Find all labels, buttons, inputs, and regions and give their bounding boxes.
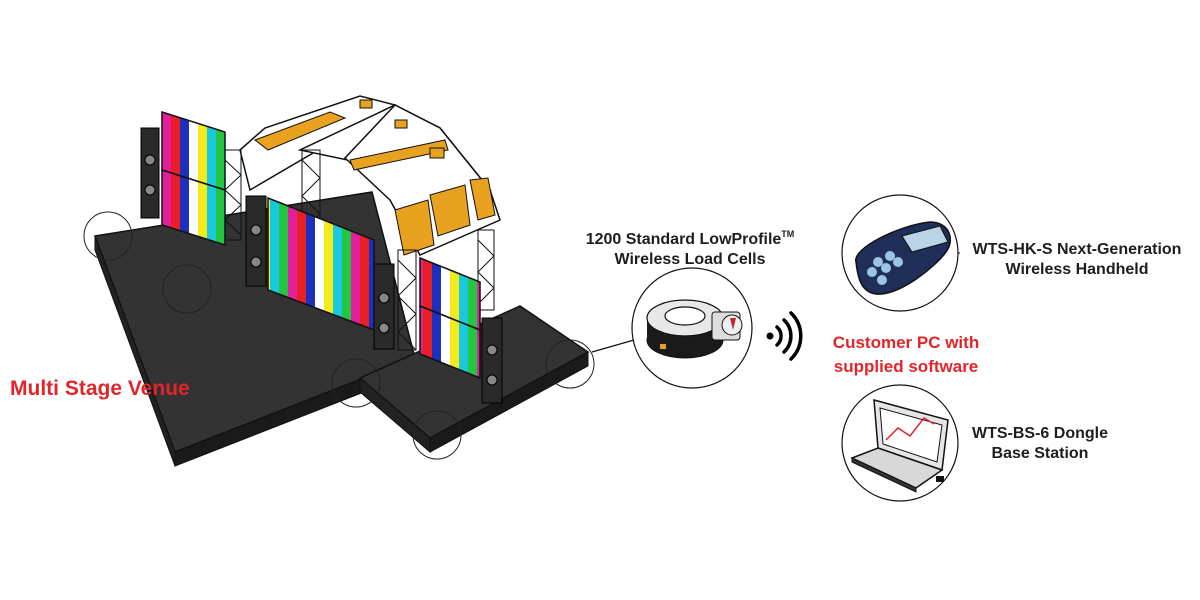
- base-station-line2: Base Station: [991, 445, 1089, 462]
- load-cell-icon: [646, 299, 743, 359]
- customer-pc-line2: supplied software: [833, 357, 979, 376]
- load-cell-label-line1: 1200 Standard LowProfile: [585, 231, 782, 248]
- load-cell-label-line2: Wireless Load Cells: [614, 251, 766, 268]
- wireless-signal-icon: [766, 311, 803, 361]
- customer-pc-line1: Customer PC with: [832, 333, 980, 352]
- load-cell-positions: [83, 211, 595, 460]
- stage-roof: [239, 95, 501, 256]
- handheld-icon: [855, 221, 951, 295]
- speakers: [140, 127, 503, 404]
- laptop-icon: [850, 398, 949, 493]
- laptop-base-station: [841, 384, 959, 502]
- load-cell-detail: [591, 267, 753, 389]
- customer-pc-label: Customer PC with supplied software: [818, 331, 994, 379]
- video-screens: [161, 110, 481, 380]
- handheld-line1: WTS-HK-S Next-Generation: [972, 241, 1182, 258]
- load-cell-label: 1200 Standard LowProfileTM Wireless Load…: [560, 230, 820, 270]
- base-station-line1: WTS-BS-6 Dongle: [972, 425, 1108, 442]
- base-station-label: WTS-BS-6 Dongle Base Station: [950, 424, 1130, 464]
- handheld-label: WTS-HK-S Next-Generation Wireless Handhe…: [958, 240, 1196, 280]
- trademark-mark: TM: [781, 229, 795, 239]
- venue-label: Multi Stage Venue: [10, 377, 190, 400]
- handheld-device: [841, 194, 959, 312]
- handheld-line2: Wireless Handheld: [1005, 261, 1149, 278]
